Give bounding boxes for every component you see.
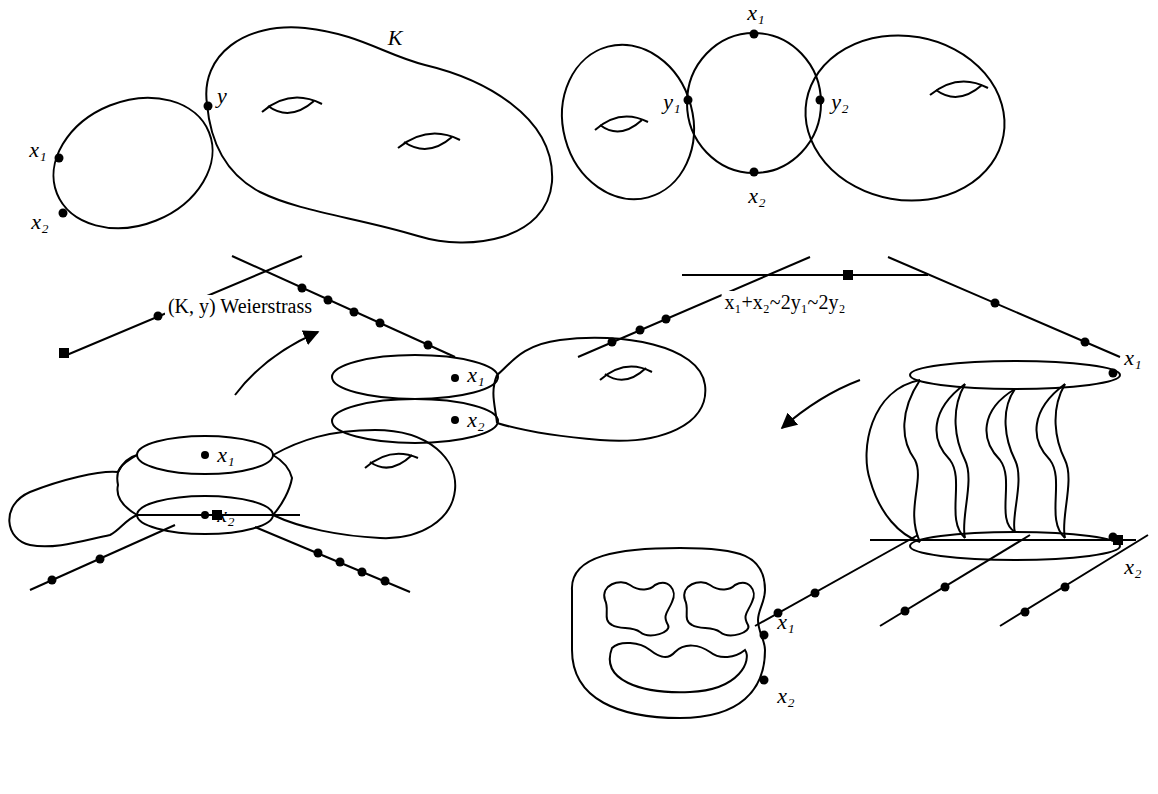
point-label: x₂ [1124,556,1141,578]
point-label: x₂ [217,504,234,526]
point-label: x₂ [467,409,484,431]
point-label: y₁ [663,91,680,113]
point-label: x₁ [467,364,484,386]
point-label: y [217,85,227,107]
point-label: x₁ [29,139,46,161]
caption-text: x₁+x₂~2y₁~2y₂ [722,291,849,313]
point-label: x₂ [31,211,48,233]
point-label: y₂ [831,91,848,113]
point-label: x₂ [777,685,794,707]
point-label: x₁ [747,2,764,24]
point-label: x₂ [748,185,765,207]
caption-text: (K, y) Weierstrass [165,295,315,317]
point-label: x₁ [777,611,794,633]
point-label: x₁ [217,444,234,466]
point-label: x₁ [1124,347,1141,369]
point-label: K [388,27,403,49]
